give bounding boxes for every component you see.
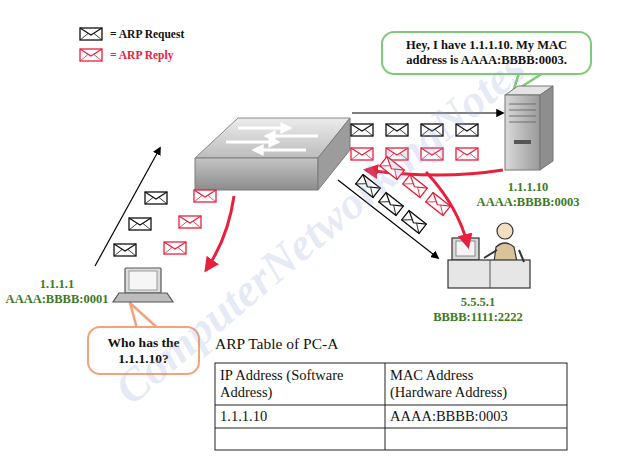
arp-table-grid — [215, 363, 567, 450]
switch-symbol — [195, 118, 350, 190]
chair-back — [519, 250, 524, 262]
switch-arrow — [266, 135, 318, 138]
table-border — [215, 363, 567, 450]
request-arrow — [95, 148, 160, 266]
reply-arrow — [426, 172, 468, 246]
person-body — [494, 243, 517, 262]
table-rule — [215, 405, 567, 406]
table-cell: AAAA:BBBB:0003 — [390, 408, 508, 425]
request-envelope — [114, 244, 136, 256]
server-slot — [509, 110, 536, 111]
laptop-symbol — [113, 268, 173, 302]
watermark: ComputerNetworkingNotes — [104, 41, 536, 415]
desk — [448, 260, 530, 288]
server-slot — [509, 104, 536, 105]
server-slot — [509, 122, 536, 123]
person-head — [497, 223, 513, 239]
switch-arrow — [254, 149, 306, 152]
desk-panel — [490, 260, 491, 288]
legend-text: = ARP Reply — [110, 48, 173, 63]
request-envelope — [129, 218, 151, 230]
laptop-screen — [125, 268, 161, 293]
ip-address: 1.1.1.10 — [508, 180, 549, 195]
table-title: ARP Table of PC-A — [215, 335, 338, 353]
mac-address: BBBB:1111:2222 — [433, 310, 523, 325]
table-header: IP Address (Software Address) — [220, 367, 348, 401]
mac-address: AAAA:BBBB:0001 — [6, 292, 109, 307]
ip-address: 5.5.5.1 — [461, 295, 495, 310]
server-drive — [514, 140, 531, 144]
table-rule — [215, 428, 567, 429]
legend-envelope — [80, 28, 102, 40]
reply-envelope — [194, 190, 216, 202]
switch-front — [195, 158, 318, 190]
server-side — [540, 86, 553, 170]
reply-arrow — [206, 196, 234, 270]
server-slot — [509, 116, 536, 117]
table-header: MAC Address (Hardware Address) — [390, 367, 530, 401]
switch-arrow — [238, 127, 290, 130]
workstation-symbol — [448, 223, 530, 288]
request-envelope — [351, 124, 373, 136]
reply-envelope — [456, 148, 478, 160]
table-rule — [385, 363, 386, 450]
table-cell: 1.1.1.10 — [220, 408, 267, 425]
switch-arrow — [226, 141, 278, 144]
monitor-screen — [456, 241, 475, 256]
server-front — [505, 95, 540, 170]
request-envelope — [145, 192, 167, 204]
legend-text: = ARP Request — [110, 27, 184, 42]
laptop-base — [113, 293, 173, 302]
laptop-display — [129, 271, 157, 290]
person-arm — [484, 250, 497, 258]
ip-address: 1.1.1.1 — [40, 277, 74, 292]
request-envelope — [402, 210, 427, 233]
reply-envelope — [179, 216, 201, 228]
mac-address: AAAA:BBBB:0003 — [477, 195, 580, 210]
reply-envelope — [164, 242, 186, 254]
legend-envelope — [80, 49, 102, 61]
